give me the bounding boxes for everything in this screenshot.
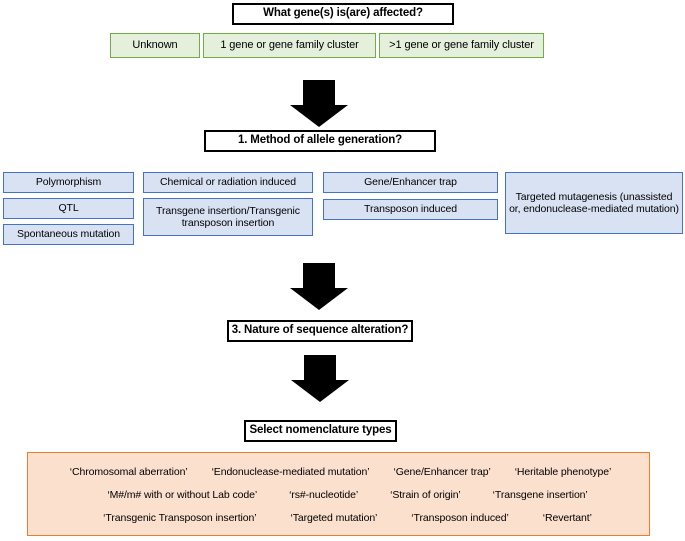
- method-box-spontaneous-mutation[interactable]: Spontaneous mutation: [3, 224, 134, 245]
- method-box-transgene-insertion[interactable]: Transgene insertion/Transgenic transposo…: [143, 198, 313, 236]
- nomenclature-item[interactable]: ‘Revertant’: [542, 512, 592, 525]
- nomenclature-item[interactable]: ‘Endonuclease-mediated mutation’: [211, 465, 370, 478]
- gene-option-label: >1 gene or gene family cluster: [389, 39, 534, 52]
- method-box-label: Gene/Enhancer trap: [364, 176, 457, 189]
- method-box-label: Transgene insertion/Transgenic transposo…: [156, 204, 300, 229]
- nomenclature-item[interactable]: ‘M#/m# with or without Lab code’: [107, 488, 258, 501]
- method-box-label: Spontaneous mutation: [16, 228, 121, 241]
- nomenclature-row: ‘M#/m# with or without Lab code’ ‘rs#-nu…: [40, 489, 637, 501]
- nomenclature-item[interactable]: ‘Strain of origin’: [390, 488, 461, 501]
- nomenclature-row: ‘Transgenic Transposon insertion’ ‘Targe…: [40, 512, 637, 524]
- title-question-box: What gene(s) is(are) affected?: [232, 3, 454, 25]
- method-box-targeted-mutagenesis[interactable]: Targeted mutagenesis (unassisted or, end…: [505, 172, 683, 234]
- method-box-label: Chemical or radiation induced: [159, 176, 296, 189]
- method-box-chemical-or-radiation-induced[interactable]: Chemical or radiation induced: [143, 172, 313, 193]
- gene-option-label: 1 gene or gene family cluster: [220, 39, 359, 52]
- gene-option-multi-gene[interactable]: >1 gene or gene family cluster: [379, 33, 544, 58]
- method-box-label: QTL: [58, 202, 79, 215]
- nomenclature-item[interactable]: ‘rs#-nucleotide’: [289, 488, 359, 501]
- method-box-label: Targeted mutagenesis (unassisted or, end…: [509, 190, 679, 215]
- question-3-box: 3. Nature of sequence alteration?: [227, 320, 413, 342]
- method-box-gene-enhancer-trap[interactable]: Gene/Enhancer trap: [323, 172, 498, 193]
- method-box-label: Polymorphism: [35, 176, 102, 189]
- method-box-label: Transposon induced: [364, 203, 457, 216]
- select-nomenclature-types-box: Select nomenclature types: [244, 420, 397, 442]
- nomenclature-item[interactable]: ‘Transgene insertion’: [492, 488, 588, 501]
- question-1-text: 1. Method of allele generation?: [237, 134, 403, 147]
- nomenclature-types-panel: ‘Chromosomal aberration’ ‘Endonuclease-m…: [27, 452, 650, 536]
- nomenclature-item[interactable]: ‘Transposon induced’: [411, 512, 509, 525]
- method-box-qtl[interactable]: QTL: [3, 198, 134, 219]
- nomenclature-item[interactable]: ‘Targeted mutation’: [290, 512, 378, 525]
- method-box-polymorphism[interactable]: Polymorphism: [3, 172, 134, 193]
- method-box-transposon-induced[interactable]: Transposon induced: [323, 199, 498, 220]
- gene-option-unknown[interactable]: Unknown: [110, 33, 200, 58]
- gene-option-label: Unknown: [132, 39, 178, 52]
- nomenclature-item[interactable]: ‘Chromosomal aberration’: [69, 465, 188, 478]
- nomenclature-item[interactable]: ‘Transgenic Transposon insertion’: [103, 512, 257, 525]
- gene-option-one-gene[interactable]: 1 gene or gene family cluster: [203, 33, 376, 58]
- question-1-box: 1. Method of allele generation?: [204, 130, 436, 152]
- nomenclature-item[interactable]: ‘Gene/Enhancer trap’: [393, 465, 491, 478]
- select-nomenclature-types-text: Select nomenclature types: [249, 424, 392, 437]
- question-3-text: 3. Nature of sequence alteration?: [231, 324, 409, 337]
- title-question-text: What gene(s) is(are) affected?: [263, 7, 423, 20]
- nomenclature-row: ‘Chromosomal aberration’ ‘Endonuclease-m…: [40, 466, 637, 478]
- nomenclature-item[interactable]: ‘Heritable phenotype’: [514, 465, 612, 478]
